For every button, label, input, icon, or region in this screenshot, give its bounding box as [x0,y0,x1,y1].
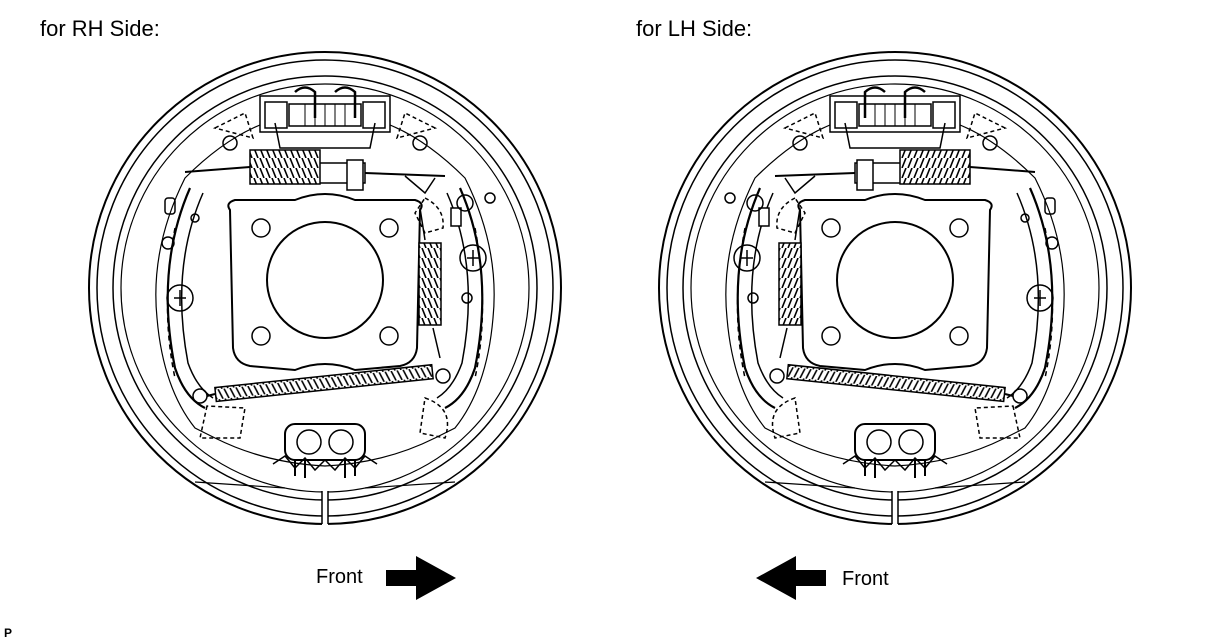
rh-side-title: for RH Side: [40,16,160,41]
rh-brake-assembly [87,50,563,530]
lh-front-arrow-icon [756,556,826,600]
corner-mark: P [4,626,13,640]
lh-side-title: for LH Side: [636,16,753,41]
lh-brake-assembly [657,50,1133,530]
rh-front-arrow-icon [386,556,456,600]
lh-front-label: Front [842,568,889,590]
rh-front-label: Front [316,566,363,588]
